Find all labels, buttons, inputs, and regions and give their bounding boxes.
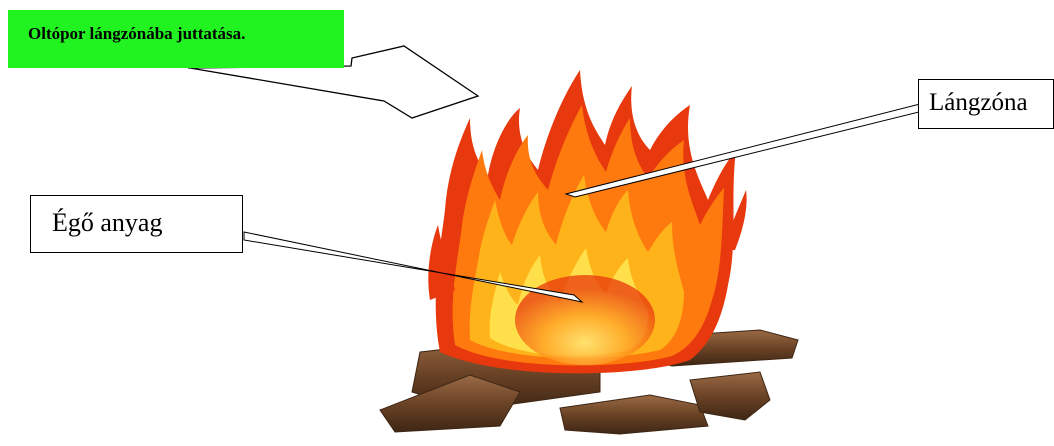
burning-material-callout: Égő anyag (30, 195, 243, 253)
extinguisher-label: Oltópor lángzónába juttatása. (28, 24, 245, 43)
burning-material-label: Égő anyag (52, 208, 162, 237)
flames (428, 70, 746, 373)
extinguisher-callout: Oltópor lángzónába juttatása. (8, 10, 344, 68)
flame-zone-label: Lángzóna (929, 89, 1028, 116)
campfire-icon (380, 70, 798, 434)
flame-zone-callout: Lángzóna (918, 79, 1054, 129)
